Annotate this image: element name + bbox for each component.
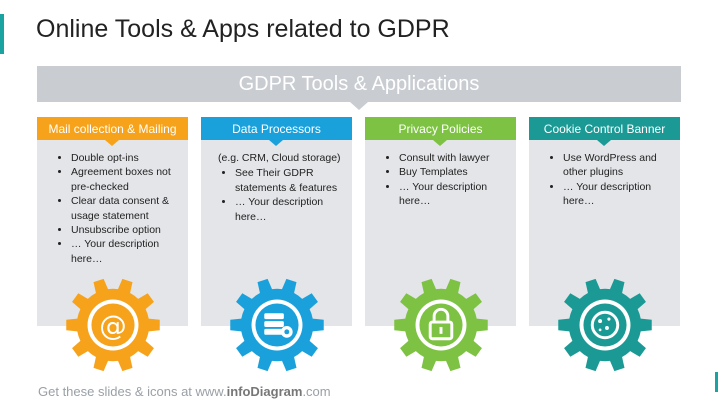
column-header: Data Processors bbox=[201, 117, 352, 146]
column-header: Mail collection & Mailing bbox=[37, 117, 188, 146]
banner-title: GDPR Tools & Applications bbox=[238, 72, 480, 95]
svg-text:@: @ bbox=[99, 311, 126, 342]
footer-credit: Get these slides & icons at www.infoDiag… bbox=[38, 384, 331, 399]
list-item: Consult with lawyer bbox=[399, 151, 506, 165]
list-item: … Your description here… bbox=[71, 237, 178, 266]
column-header: Cookie Control Banner bbox=[529, 117, 680, 146]
accent-bar bbox=[0, 14, 4, 54]
at-sign-icon: @ bbox=[66, 278, 160, 372]
list-item: See Their GDPR statements & features bbox=[235, 166, 342, 195]
list-item: Unsubscribe option bbox=[71, 223, 178, 237]
list-item: Clear data consent & usage statement bbox=[71, 194, 178, 223]
list-item: … Your description here… bbox=[399, 180, 506, 209]
header-pointer bbox=[433, 140, 447, 146]
list-item: … Your description here… bbox=[235, 195, 342, 224]
column-header-label: Privacy Policies bbox=[398, 121, 483, 136]
database-gear-icon bbox=[230, 278, 324, 372]
column-header-label: Mail collection & Mailing bbox=[48, 121, 177, 136]
column-body: (e.g. CRM, Cloud storage) See Their GDPR… bbox=[201, 140, 352, 224]
column-body: Consult with lawyer Buy Templates … Your… bbox=[365, 140, 516, 209]
column-body: Double opt-ins Agreement boxes not pre-c… bbox=[37, 140, 188, 266]
column-body: Use WordPress and other plugins … Your d… bbox=[529, 140, 680, 209]
banner: GDPR Tools & Applications bbox=[37, 66, 681, 102]
cookie-icon bbox=[558, 278, 652, 372]
column-intro: (e.g. CRM, Cloud storage) bbox=[218, 152, 341, 164]
header-pointer bbox=[597, 140, 611, 146]
list-item: Use WordPress and other plugins bbox=[563, 151, 670, 180]
banner-arrow bbox=[350, 102, 368, 110]
list-item: … Your description here… bbox=[563, 180, 670, 209]
column-header: Privacy Policies bbox=[365, 117, 516, 146]
padlock-icon bbox=[394, 278, 488, 372]
column-data-processors: Data Processors (e.g. CRM, Cloud storage… bbox=[201, 117, 352, 326]
slide-title: Online Tools & Apps related to GDPR bbox=[36, 15, 450, 43]
list-item: Buy Templates bbox=[399, 165, 506, 179]
column-header-label: Cookie Control Banner bbox=[543, 121, 666, 136]
list-item: Agreement boxes not pre-checked bbox=[71, 165, 178, 194]
header-pointer bbox=[269, 140, 283, 146]
accent-bar-right bbox=[715, 372, 718, 392]
header-pointer bbox=[105, 140, 119, 146]
column-header-label: Data Processors bbox=[232, 121, 321, 136]
brand-name: infoDiagram bbox=[226, 384, 303, 399]
list-item: Double opt-ins bbox=[71, 151, 178, 165]
